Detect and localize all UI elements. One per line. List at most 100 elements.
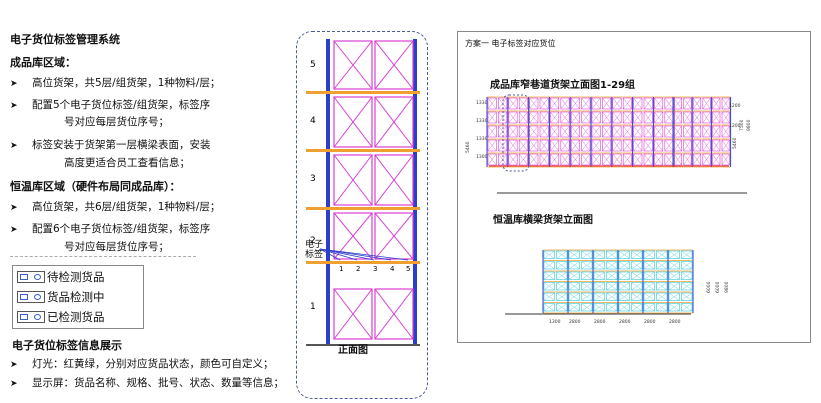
- rack-cell: [556, 292, 568, 301]
- dimension-label: 2800: [594, 319, 606, 325]
- dimension-label: 1330: [476, 136, 488, 142]
- rack-cell: [643, 250, 655, 259]
- rack-cell: [712, 97, 721, 110]
- rack-cell: [681, 261, 693, 270]
- dimension-label: 9800: [724, 281, 730, 293]
- dimension-label: 5460: [732, 137, 738, 149]
- label-device-icon: [17, 311, 45, 323]
- tag-number: 4: [390, 265, 395, 273]
- rack-cell: [681, 271, 693, 280]
- rack-cell: [643, 271, 655, 280]
- constant-bullet-2-cont: 号对应每层货位序号；: [64, 241, 169, 253]
- rack-cell: [656, 271, 668, 280]
- rack-cell: [673, 153, 682, 166]
- rack-cell: [529, 153, 539, 166]
- rack-cell: [668, 303, 680, 312]
- rack-cell: [656, 292, 668, 301]
- rack-cell: [643, 303, 655, 312]
- rack-cell: [543, 303, 555, 312]
- rack-cell: [633, 125, 643, 138]
- info-bullet-1: ➤灯光：红黄绿，分别对应货品状态，颜色可自定义；: [10, 358, 274, 370]
- rack-cell: [643, 125, 653, 138]
- rack-cell: [643, 139, 653, 152]
- rack-cell: [712, 139, 721, 152]
- rack-cell: [602, 153, 612, 166]
- rack-bay: [333, 96, 414, 148]
- rack-cell: [543, 292, 555, 301]
- rack-cell: [668, 282, 680, 291]
- rack-cell: [606, 261, 618, 270]
- rack-cell: [581, 97, 591, 110]
- rack-cell: [683, 139, 692, 152]
- rack-cell: [622, 97, 632, 110]
- rack-cell: [681, 292, 693, 301]
- rack-cell: [556, 282, 568, 291]
- finished-elevation-title: 成品库窄巷道货架立面图1-29组: [490, 80, 636, 91]
- dimension-label: 6000: [706, 281, 712, 293]
- rack-cell: [529, 139, 539, 152]
- page-title: 电子货位标签管理系统: [10, 33, 120, 46]
- rack-cell: [692, 97, 702, 110]
- rack-cell: [631, 271, 643, 280]
- finished-bullet-3: ➤标签安装于货架第一层横梁表面，安装: [10, 139, 211, 151]
- rack-cell: [581, 282, 593, 291]
- rack-cell: [692, 125, 702, 138]
- rack-cell: [570, 139, 580, 152]
- dimension-label: 9800: [746, 119, 752, 131]
- rack-cell: [612, 153, 622, 166]
- finished-bullet-2: ➤配置5个电子货位标签/组货架，标签序: [10, 99, 211, 111]
- dimension-label: 1300: [476, 154, 488, 160]
- rack-cell: [721, 139, 730, 152]
- rack-cell: [631, 292, 643, 301]
- finished-bullet-1: ➤高位货架，共5层/组货架，1种物料/层；: [10, 77, 221, 89]
- rack-upright: [326, 39, 330, 344]
- rack-cell: [591, 97, 601, 110]
- rack-cell: [570, 97, 580, 110]
- rack-cell: [591, 153, 601, 166]
- tag-number: 3: [373, 265, 377, 273]
- rack-cell: [568, 282, 580, 291]
- arrow-icon: ➤: [10, 360, 18, 370]
- rack-cell: [643, 292, 655, 301]
- rack-cell: [673, 111, 682, 124]
- rack-cell: [560, 125, 570, 138]
- rack-cell: [508, 153, 518, 166]
- rack-cell: [560, 139, 570, 152]
- arrow-icon: ➤: [10, 141, 18, 151]
- rack-cell: [618, 282, 630, 291]
- arrow-icon: ➤: [10, 225, 18, 235]
- rack-cell: [673, 139, 682, 152]
- finished-rack-group: [486, 96, 675, 168]
- rack-cell: [712, 111, 721, 124]
- tag-number: 5: [406, 265, 410, 273]
- dimension-label: 7500: [739, 119, 745, 131]
- dimension-label: 1330: [476, 118, 488, 124]
- rack-cell: [570, 125, 580, 138]
- rack-cell: [518, 111, 528, 124]
- rack-cell: [487, 139, 497, 152]
- rack-cell: [683, 97, 692, 110]
- scheme-frame: [457, 31, 811, 343]
- rack-cell: [539, 139, 549, 152]
- rack-cell: [550, 139, 560, 152]
- rack-cell: [543, 282, 555, 291]
- rack-cell: [612, 97, 622, 110]
- rack-cell: [631, 303, 643, 312]
- rack-cell: [606, 282, 618, 291]
- rack-cell: [654, 125, 664, 138]
- rack-cell: [556, 271, 568, 280]
- rack-cell: [487, 153, 497, 166]
- tag-pointer-lines: [319, 248, 409, 261]
- rack-bay: [333, 288, 414, 340]
- label-device-icon: [17, 271, 45, 283]
- rack-cell: [656, 303, 668, 312]
- dimension-label: 1200: [729, 123, 741, 129]
- rack-cell: [702, 139, 711, 152]
- rack-cell: [539, 153, 549, 166]
- tag-number: 1: [339, 265, 343, 273]
- rack-cell: [656, 261, 668, 270]
- rack-cell: [568, 261, 580, 270]
- rack-cell: [606, 292, 618, 301]
- level-label: 5: [310, 60, 316, 70]
- rack-cell: [581, 250, 593, 259]
